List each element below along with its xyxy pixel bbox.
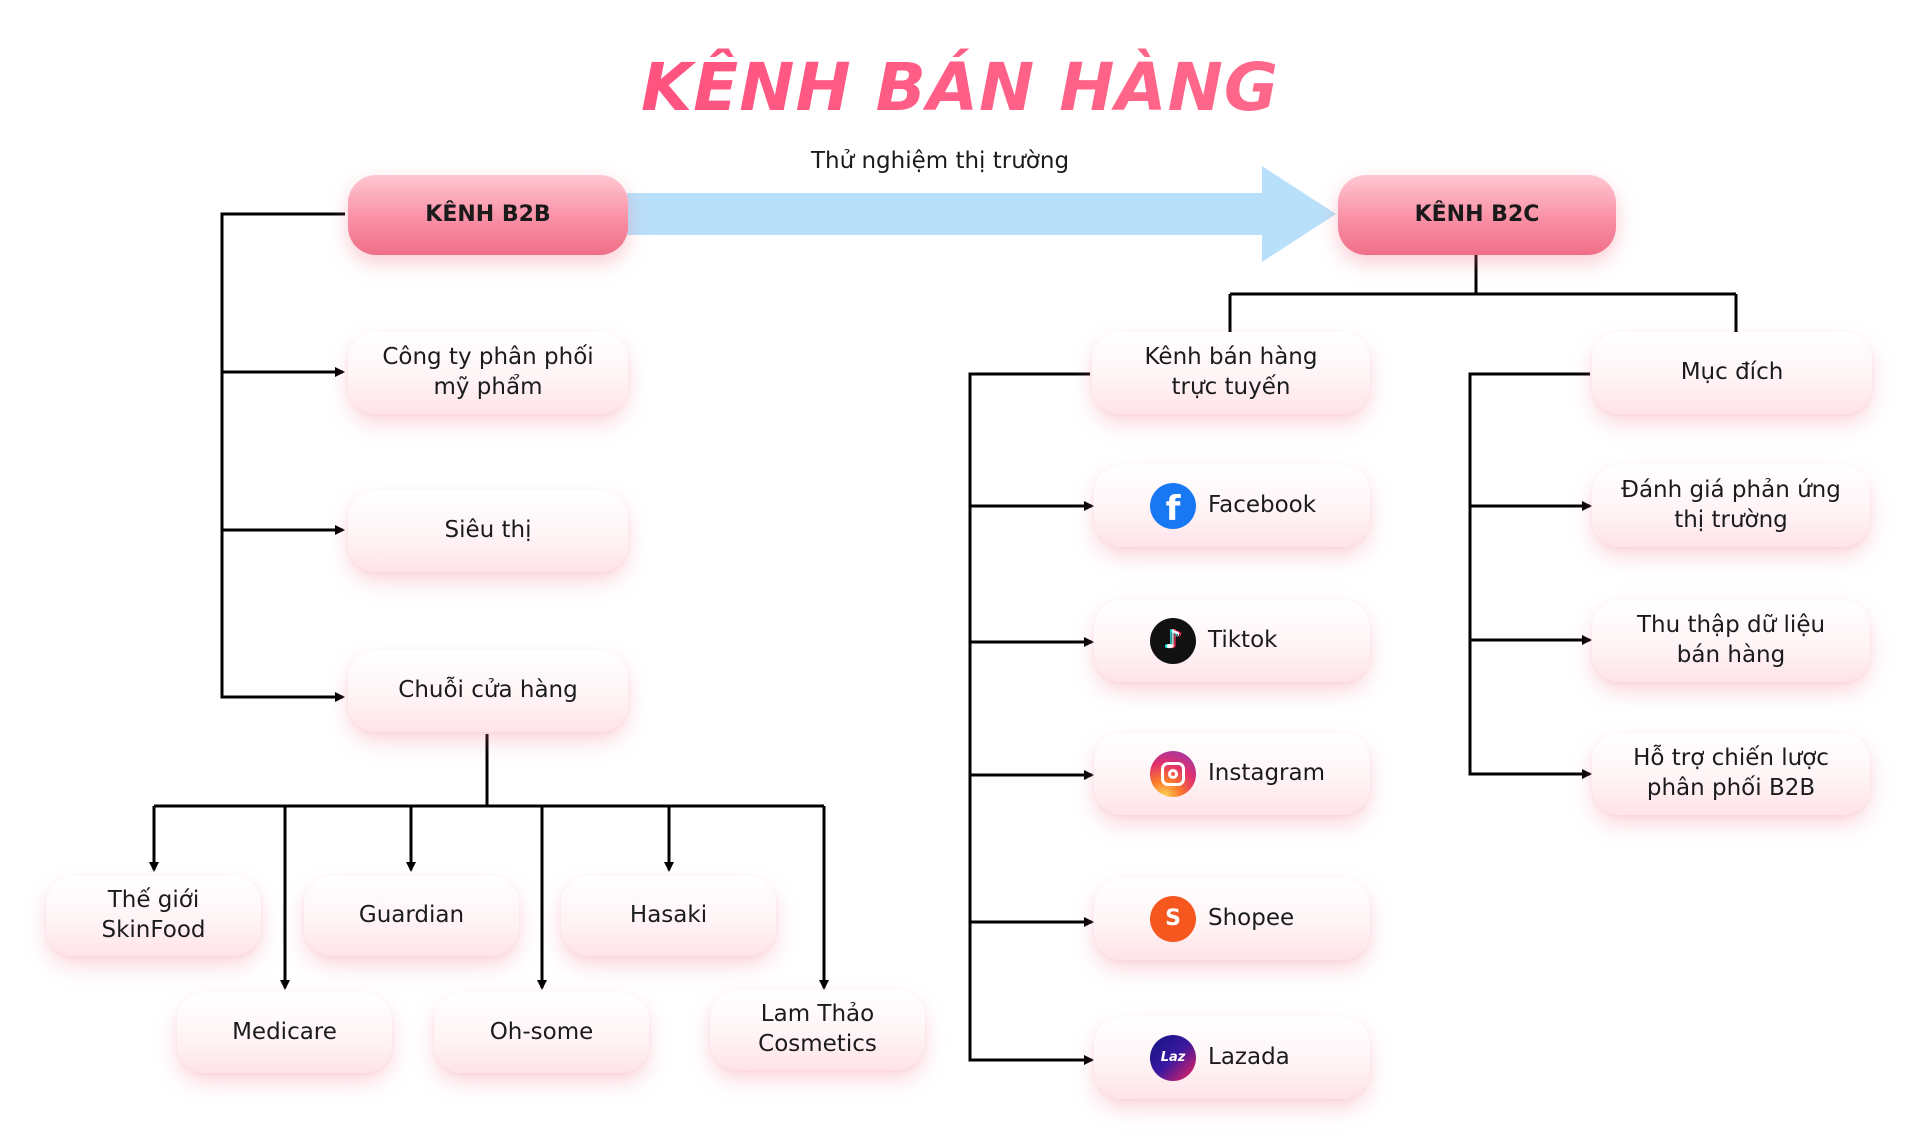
diagram-title: KÊNH BÁN HÀNG <box>0 38 1920 138</box>
purpose-item-market-feedback: Đánh giá phản ứng thị trường <box>1592 465 1870 547</box>
online-channel-node: Kênh bán hàng trực tuyến <box>1092 332 1370 414</box>
purpose-item-label: Hỗ trợ chiến lược phân phối B2B <box>1633 745 1829 801</box>
store-hasaki: Hasaki <box>561 876 776 956</box>
b2b-header: KÊNH B2B <box>348 175 628 255</box>
store-label: Thế giới SkinFood <box>101 887 206 943</box>
store-lamthao: Lam Thảo Cosmetics <box>710 990 925 1070</box>
platform-instagram: Instagram <box>1094 733 1370 815</box>
platform-lazada: Laz Lazada <box>1094 1017 1370 1099</box>
store-guardian: Guardian <box>304 876 519 956</box>
store-medicare: Medicare <box>177 993 392 1073</box>
b2b-node-distributor: Công ty phân phối mỹ phẩm <box>348 332 628 414</box>
b2b-node-store-chain: Chuỗi cửa hàng <box>348 650 628 732</box>
b2c-header: KÊNH B2C <box>1338 175 1616 255</box>
facebook-icon: f <box>1150 483 1196 529</box>
b2b-header-label: KÊNH B2B <box>425 201 551 227</box>
purpose-node: Mục đích <box>1592 332 1872 414</box>
store-label: Oh-some <box>489 1019 594 1046</box>
purpose-item-label: Đánh giá phản ứng thị trường <box>1621 477 1841 533</box>
b2b-node-label: Công ty phân phối mỹ phẩm <box>382 344 594 400</box>
platform-label: Lazada <box>1208 1044 1290 1071</box>
store-label: Medicare <box>232 1019 337 1046</box>
platform-tiktok: ♪ Tiktok <box>1094 600 1370 682</box>
instagram-icon <box>1150 751 1196 797</box>
b2b-node-supermarket: Siêu thị <box>348 490 628 572</box>
store-skinfood: Thế giới SkinFood <box>46 876 261 956</box>
shopee-icon: S <box>1150 896 1196 942</box>
purpose-item-b2b-support: Hỗ trợ chiến lược phân phối B2B <box>1592 733 1870 815</box>
platform-label: Tiktok <box>1208 627 1278 654</box>
online-channel-label: Kênh bán hàng trực tuyến <box>1144 344 1318 400</box>
purpose-item-sales-data: Thu thập dữ liệu bán hàng <box>1592 600 1870 682</box>
store-label: Guardian <box>358 902 465 929</box>
lazada-icon: Laz <box>1150 1035 1196 1081</box>
tiktok-icon: ♪ <box>1150 618 1196 664</box>
b2c-header-label: KÊNH B2C <box>1414 201 1540 227</box>
market-test-arrow <box>627 166 1336 262</box>
purpose-item-label: Thu thập dữ liệu bán hàng <box>1636 612 1826 668</box>
platform-label: Facebook <box>1208 492 1317 519</box>
platform-shopee: S Shopee <box>1094 878 1370 960</box>
store-label: Hasaki <box>629 902 708 929</box>
platform-label: Instagram <box>1208 760 1326 787</box>
b2b-node-label: Siêu thị <box>444 517 532 544</box>
store-label: Lam Thảo Cosmetics <box>758 1001 877 1057</box>
b2b-node-label: Chuỗi cửa hàng <box>398 677 578 704</box>
platform-facebook: f Facebook <box>1094 465 1370 547</box>
purpose-label: Mục đích <box>1680 359 1784 386</box>
arrow-label: Thử nghiệm thị trường <box>810 148 1070 174</box>
store-ohsome: Oh-some <box>434 993 649 1073</box>
platform-label: Shopee <box>1208 905 1295 932</box>
